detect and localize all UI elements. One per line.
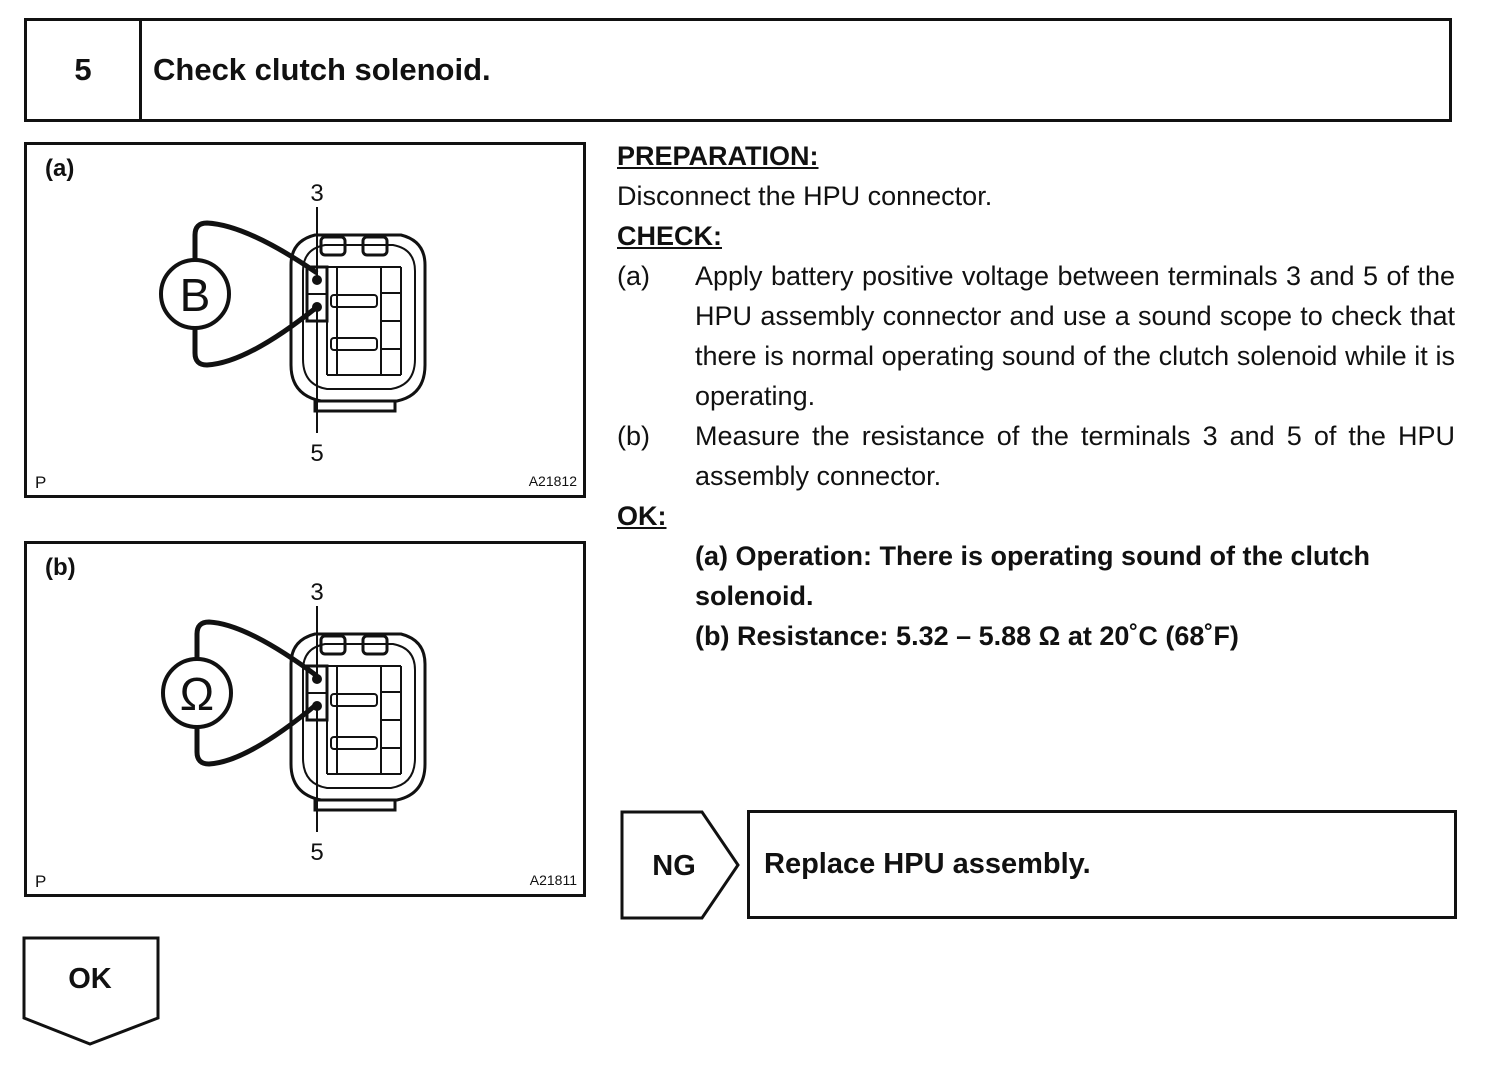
meter-symbol-a: B (180, 269, 211, 321)
preparation-text: Disconnect the HPU connector. (617, 181, 993, 211)
figure-label-a: (a) (45, 155, 75, 182)
check-item-a: (a) Apply battery positive voltage betwe… (617, 256, 1455, 416)
check-item-marker: (b) (617, 421, 650, 451)
ok-label: OK (68, 963, 112, 995)
step-header: 5 Check clutch solenoid. (24, 18, 1452, 122)
ok-heading: OK: (617, 501, 667, 531)
terminal-5-label-a: 5 (310, 440, 323, 467)
ng-arrow-box: NG (620, 810, 740, 920)
figure-corner-mark-b: P (35, 872, 47, 891)
ng-result-box: Replace HPU assembly. (747, 810, 1457, 919)
ok-spec-line: (a) Operation: There is operating sound … (695, 541, 1371, 611)
connector-diagram-a: B 3 5 (159, 180, 427, 467)
terminal-3-label-a: 3 (310, 180, 323, 207)
connector-diagram-b: Ω 3 5 (161, 579, 427, 866)
meter-symbol-b: Ω (180, 668, 214, 720)
figure-a: B 3 5 (a) P A21812 (24, 142, 586, 498)
step-title: Check clutch solenoid. (153, 52, 491, 87)
ng-label: NG (652, 850, 696, 882)
preparation-heading: PREPARATION: (617, 141, 819, 171)
figure-b: Ω 3 5 (b) P A21811 (24, 541, 586, 897)
check-heading: CHECK: (617, 221, 722, 251)
step-number: 5 (27, 21, 142, 119)
check-item-text: Apply battery positive voltage between t… (695, 261, 1455, 411)
figure-label-b: (b) (45, 554, 76, 581)
instruction-text: PREPARATION: Disconnect the HPU connecto… (617, 136, 1455, 656)
ng-result-text: Replace HPU assembly. (764, 848, 1091, 880)
ok-spec-line: (b) Resistance: 5.32 – 5.88 Ω at 20˚C (6… (695, 621, 1239, 651)
ok-arrow-box: OK (22, 936, 160, 1046)
check-item-b: (b) Measure the resistance of the termin… (617, 416, 1455, 496)
check-item-text: Measure the resistance of the terminals … (695, 421, 1455, 491)
figure-corner-mark-a: P (35, 473, 47, 492)
terminal-3-label-b: 3 (310, 579, 323, 606)
check-item-marker: (a) (617, 261, 650, 291)
terminal-5-label-b: 5 (310, 839, 323, 866)
figure-code-a: A21812 (528, 473, 577, 489)
figure-code-b: A21811 (529, 872, 577, 888)
